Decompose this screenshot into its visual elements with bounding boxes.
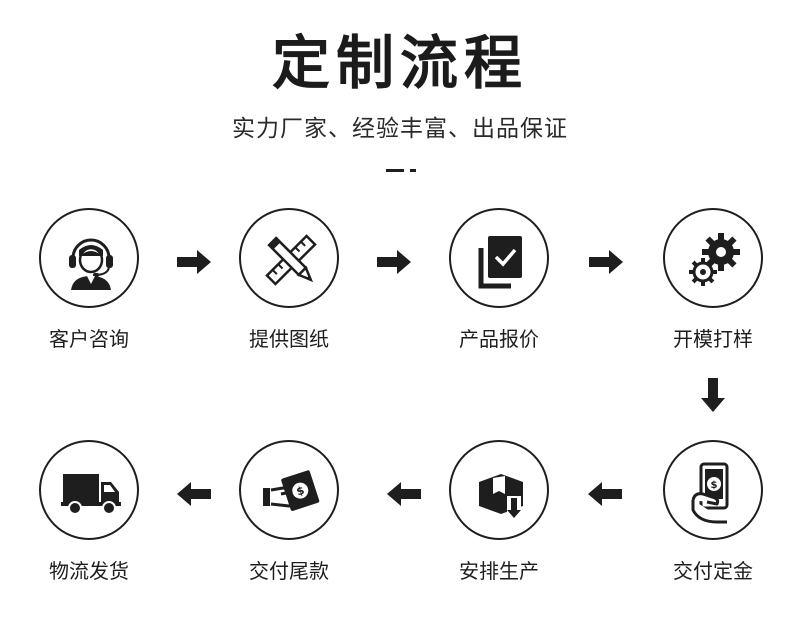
truck-icon	[61, 474, 121, 515]
phone-payment-icon: $	[691, 462, 729, 524]
box-download-icon	[479, 474, 523, 518]
arrow-left-icon	[588, 482, 622, 506]
step-customer-consultation	[39, 208, 139, 308]
step-provide-drawings	[239, 208, 339, 308]
step-logistics-shipping	[39, 440, 139, 540]
step-label: 开模打样	[673, 327, 753, 351]
step-label: 提供图纸	[249, 327, 329, 351]
step-label: 客户咨询	[49, 327, 129, 351]
step-label: 交付尾款	[249, 559, 329, 583]
step-label: 交付定金	[673, 559, 753, 583]
step-pay-deposit: $	[663, 440, 763, 540]
customer-service-icon	[69, 238, 113, 290]
document-check-icon	[478, 236, 522, 289]
arrow-right-icon	[589, 250, 623, 274]
svg-text:$: $	[711, 480, 718, 491]
arrow-left-icon	[387, 482, 421, 506]
arrow-down-icon	[701, 378, 725, 412]
step-product-quotation	[449, 208, 549, 308]
step-mold-sampling	[663, 208, 763, 308]
step-label: 产品报价	[459, 327, 539, 351]
divider-long	[386, 169, 404, 172]
page-title: 定制流程	[271, 29, 528, 97]
ruler-pencil-icon	[265, 234, 317, 286]
step-label: 物流发货	[49, 559, 129, 583]
page-subtitle: 实力厂家、经验丰富、出品保证	[232, 116, 568, 142]
svg-text:$: $	[295, 484, 306, 499]
step-label: 安排生产	[459, 559, 539, 583]
arrow-right-icon	[177, 250, 211, 274]
step-arrange-production	[449, 440, 549, 540]
gears-icon	[689, 233, 740, 286]
money-hand-icon: $	[263, 470, 320, 511]
arrow-left-icon	[177, 482, 211, 506]
step-pay-balance: $	[239, 440, 339, 540]
divider-short	[410, 169, 416, 172]
arrow-right-icon	[377, 250, 411, 274]
